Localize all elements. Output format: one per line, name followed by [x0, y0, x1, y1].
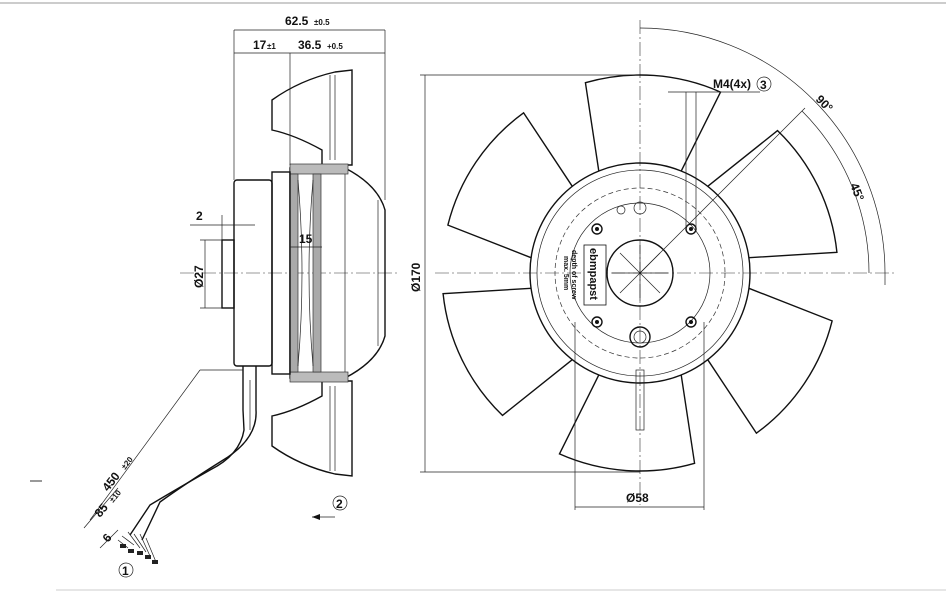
- fan-blade: [707, 129, 838, 259]
- side-view: 62.5 ±0.5 17 ±1 36.5 +0.5 2 15 Ø27 450 ±…: [83, 14, 400, 578]
- dim-line-6: [99, 529, 119, 549]
- hub-rim-circle: [536, 169, 744, 377]
- hub-ring-bottom: [289, 371, 349, 383]
- hub-outer-circle: [529, 162, 751, 384]
- dim-bolt-circle: Ø58: [626, 491, 649, 505]
- dim-impeller-depth: 36.5: [298, 38, 322, 52]
- hub-right-wall: [312, 173, 322, 373]
- dim-hub-offset-tol: ±1: [267, 42, 276, 51]
- callout-circle-2: [332, 495, 348, 511]
- screw-note-depth: depth of screw: [570, 250, 577, 300]
- dim-cable-length: 450: [99, 469, 123, 494]
- callout-cable: 1: [122, 564, 129, 578]
- dim-flange-thickness: 2: [196, 209, 203, 223]
- shaft-circle: [606, 239, 674, 307]
- callout-airflow: 2: [336, 497, 343, 511]
- side-blade-bottom: [271, 380, 353, 477]
- front-view: ebmpapst depth of screw max. 5mm Ø170 Ø5…: [409, 20, 895, 510]
- side-blade-top-edge: [329, 75, 336, 160]
- wire-ends: [117, 531, 158, 564]
- cable-outer-1: [129, 366, 245, 536]
- callout-circle-1: [118, 562, 134, 578]
- dim-angle-90: 90°: [813, 92, 836, 115]
- dim-shaft-diameter: Ø27: [192, 265, 206, 288]
- dim-mount-screws: M4(4x): [713, 77, 751, 91]
- callout-screw: 3: [760, 78, 767, 92]
- screw-holes: [591, 201, 697, 348]
- angle-arc-45: [801, 110, 870, 274]
- dim-cable-length-tol: ±20: [119, 455, 135, 471]
- dim-hub-width: 15: [299, 232, 313, 246]
- dim-strip-length: 85: [92, 500, 112, 519]
- fan-blade: [707, 287, 833, 435]
- fan-blade: [584, 74, 722, 172]
- side-blade-top: [271, 69, 353, 166]
- dim-angle-45: 45°: [847, 181, 867, 203]
- screw-note-max: max. 5mm: [562, 256, 569, 290]
- stator-plate: [271, 171, 291, 375]
- dim-hub-offset: 17: [253, 38, 267, 52]
- hub-ring-top: [289, 163, 349, 175]
- angle-arc-90: [639, 27, 886, 274]
- shaft-boss: [221, 239, 235, 309]
- fan-blades: [442, 74, 838, 472]
- front-cable-exit: [635, 369, 645, 431]
- cable-outer-2: [141, 366, 257, 541]
- side-blade-bottom-edge: [329, 386, 336, 471]
- dim-line-450: [89, 369, 201, 521]
- motor-rotor: [289, 167, 386, 379]
- callout-circle-3: [756, 76, 772, 92]
- dim-overall-depth-tol: ±0.5: [314, 18, 330, 27]
- airflow-arrow-head: [312, 514, 320, 520]
- fan-blade: [447, 111, 573, 259]
- dim-wire-end: 6: [100, 531, 115, 545]
- dim-fan-diameter: Ø170: [409, 262, 423, 292]
- fan-blade: [442, 287, 573, 417]
- dim-impeller-depth-tol: +0.5: [327, 42, 343, 51]
- hub-bearing-curve: [297, 179, 314, 367]
- hub-hidden-circle: [554, 187, 726, 359]
- dim-line-85: [83, 487, 119, 529]
- brand-plate: [583, 244, 607, 306]
- hub-left-wall: [289, 173, 299, 373]
- brand-logo: ebmpapst: [587, 248, 599, 300]
- angle-45-ray: [639, 107, 806, 274]
- dim-overall-depth: 62.5: [285, 14, 309, 28]
- fan-blade: [558, 374, 696, 472]
